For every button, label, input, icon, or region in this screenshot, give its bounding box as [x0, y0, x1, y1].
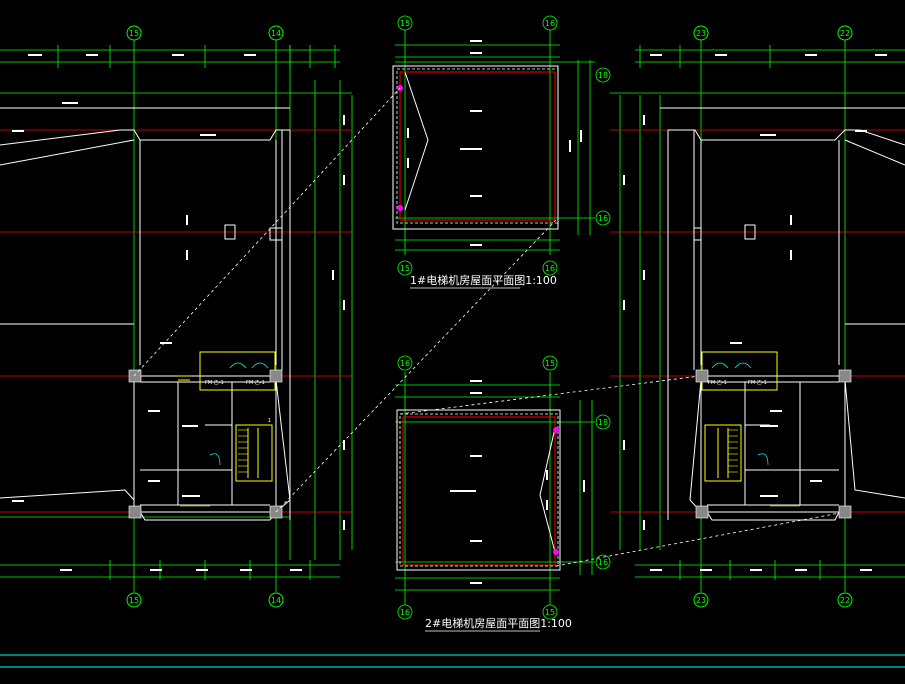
- grid-bubble-left-top-2: 14: [271, 29, 281, 38]
- left-plan: 15 14 15 14 FM 乙-1 FM 乙-1 1: [0, 25, 353, 608]
- grid-bubble-mid2-top-1: 16: [400, 359, 410, 368]
- border-lines: [0, 654, 905, 668]
- grid-bubble-mid1-bottom-2: 16: [545, 264, 555, 273]
- grid-bubble-right-bottom-1: 23: [696, 596, 706, 605]
- grid-bubble-mid1-top-2: 16: [545, 19, 555, 28]
- grid-bubble-mid2-right-1: 18: [598, 418, 608, 427]
- grid-bubble-mid1-right-2: 16: [598, 214, 608, 223]
- plan-2-elevator-roof: 16 15 16 15 18 16 2#电梯机房屋面平面图1:100: [395, 355, 611, 632]
- grid-bubble-right-top-1: 23: [696, 29, 706, 38]
- plan-2-title: 2#电梯机房屋面平面图1:100: [425, 616, 572, 630]
- grid-bubble-right-bottom-2: 22: [840, 596, 850, 605]
- right-door-label-2: FM 乙-1: [748, 379, 767, 386]
- grid-bubble-mid1-bottom-1: 15: [400, 264, 410, 273]
- grid-bubble-mid2-top-2: 15: [545, 359, 555, 368]
- grid-bubble-left-bottom-1: 15: [129, 596, 139, 605]
- grid-bubble-mid2-right-2: 16: [598, 558, 608, 567]
- grid-bubble-mid2-bottom-1: 16: [400, 608, 410, 617]
- left-stair-number: 1: [268, 418, 271, 424]
- grid-bubble-right-top-2: 22: [840, 29, 850, 38]
- plan-1-title: 1#电梯机房屋面平面图1:100: [410, 273, 557, 287]
- grid-bubble-left-bottom-2: 14: [271, 596, 281, 605]
- grid-bubble-left-top-1: 15: [129, 29, 139, 38]
- plan-1-elevator-roof: 15 16 15 16 18 16 1#电梯机房屋面平面图1:100: [392, 15, 611, 289]
- grid-bubble-mid1-top-1: 15: [400, 19, 410, 28]
- grid-bubble-mid1-right-1: 18: [598, 71, 608, 80]
- right-plan: 23 22 23 22 FM 乙-1 FM 乙-1: [610, 25, 905, 608]
- left-door-label-1: FM 乙-1: [205, 379, 224, 386]
- right-door-label-1: FM 乙-1: [708, 379, 727, 386]
- grid-bubble-mid2-bottom-2: 15: [545, 608, 555, 617]
- left-door-label-2: FM 乙-1: [246, 379, 265, 386]
- callout-leaders: [133, 87, 846, 567]
